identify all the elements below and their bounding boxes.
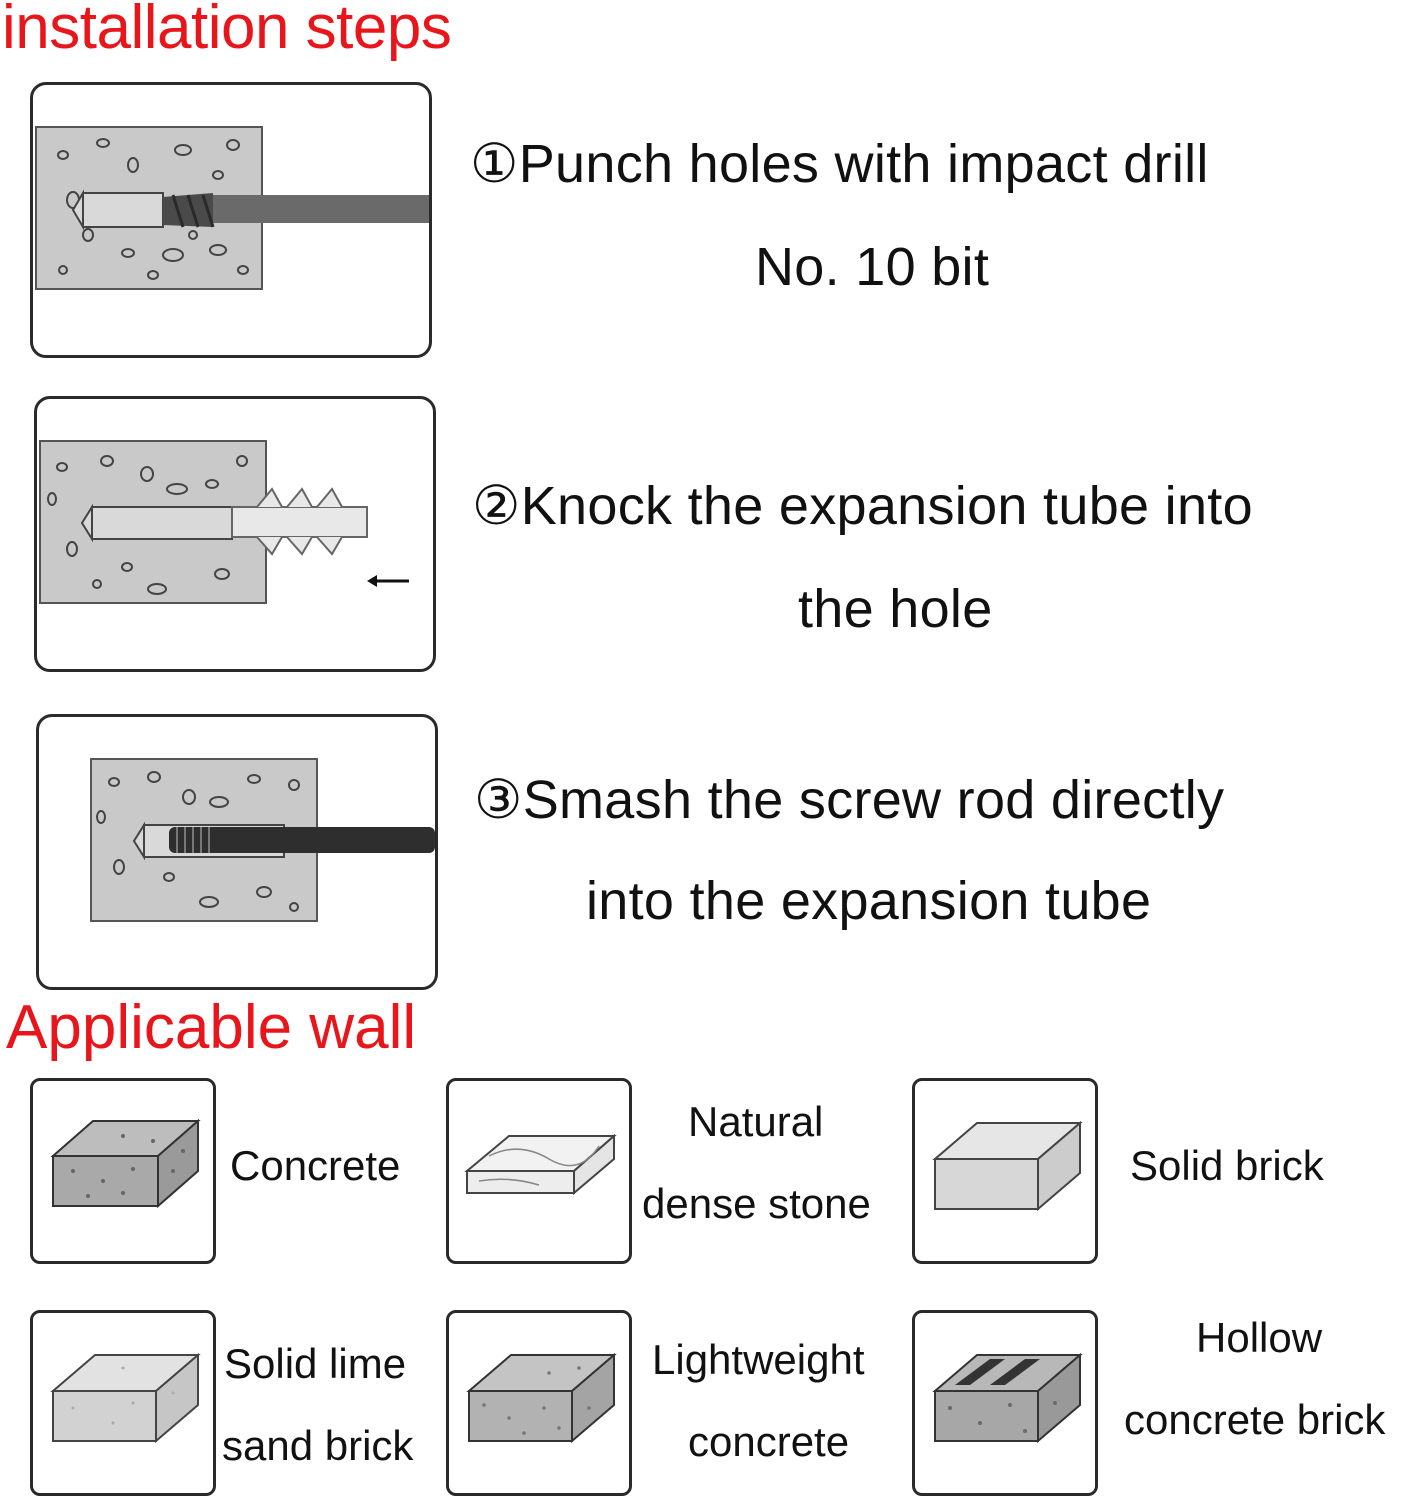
step-3-text: ③Smash the screw rod directly bbox=[474, 770, 1225, 830]
applicable-wall-heading: Applicable wall bbox=[6, 993, 417, 1062]
lightweight-block-icon bbox=[466, 1352, 617, 1444]
hollow-label-line1: Hollow bbox=[1196, 1314, 1323, 1361]
stone-wall-tile bbox=[446, 1078, 632, 1264]
step-3-illustration bbox=[36, 714, 438, 990]
lightweight-label-line1: Lightweight bbox=[652, 1336, 865, 1383]
step-2-text: ②Knock the expansion tube into bbox=[472, 476, 1253, 536]
hollow-concrete-brick-tile bbox=[912, 1310, 1098, 1496]
hollow-label-line2: concrete brick bbox=[1124, 1396, 1386, 1443]
step-2-illustration bbox=[34, 396, 436, 672]
lime-sand-brick-tile bbox=[30, 1310, 216, 1496]
lime-sand-label-line2: sand brick bbox=[222, 1422, 414, 1469]
lime-sand-brick-icon bbox=[50, 1352, 201, 1444]
installation-steps-heading: installation steps bbox=[2, 0, 452, 62]
hollow-brick-icon bbox=[932, 1352, 1083, 1444]
solid-brick-label: Solid brick bbox=[1130, 1142, 1324, 1189]
concrete-label: Concrete bbox=[230, 1142, 401, 1189]
drill-into-concrete-icon bbox=[35, 126, 429, 290]
solid-brick-tile bbox=[912, 1078, 1098, 1264]
stone-label-line1: Natural bbox=[688, 1098, 824, 1145]
step-1-subtext: No. 10 bit bbox=[755, 237, 990, 297]
concrete-block-icon bbox=[50, 1118, 201, 1209]
step-3-subtext: into the expansion tube bbox=[586, 871, 1152, 931]
step-1-illustration bbox=[30, 82, 432, 358]
step-2-subtext: the hole bbox=[798, 579, 993, 639]
stone-slab-icon bbox=[464, 1133, 617, 1196]
solid-brick-icon bbox=[932, 1120, 1083, 1212]
lightweight-label-line2: concrete bbox=[688, 1418, 850, 1465]
insert-anchor-icon bbox=[39, 440, 409, 604]
step-1-text: ①Punch holes with impact drill bbox=[470, 134, 1209, 194]
lime-sand-label-line1: Solid lime bbox=[224, 1340, 407, 1387]
stone-label-line2: dense stone bbox=[642, 1180, 871, 1227]
lightweight-concrete-tile bbox=[446, 1310, 632, 1496]
concrete-wall-tile bbox=[30, 1078, 216, 1264]
hammer-screw-rod-icon bbox=[90, 758, 435, 922]
